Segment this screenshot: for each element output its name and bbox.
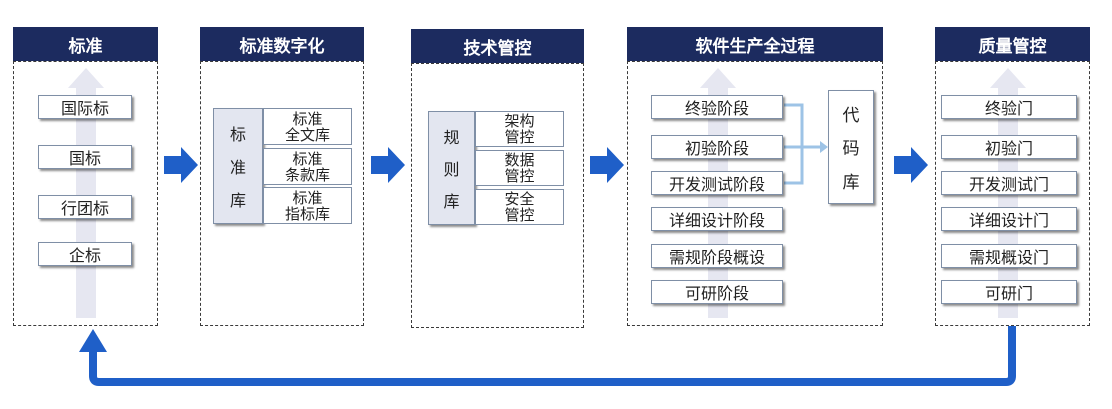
column-header-software-lifecycle: 软件生产全过程 [627, 27, 883, 61]
standard-item: 国际标 [38, 95, 132, 119]
label-char: 库 [229, 190, 246, 210]
lifecycle-stage: 开发测试阶段 [651, 171, 783, 195]
label-char: 标 [229, 125, 246, 145]
label-char: 规 [443, 128, 460, 147]
right-arrow-icon [371, 147, 405, 183]
quality-gate: 初验门 [941, 135, 1077, 159]
connector-lines [784, 103, 828, 185]
rule-library-item: 数据管控 [475, 150, 564, 186]
column-header-standard-digitization: 标准数字化 [200, 27, 364, 61]
label-char: 库 [443, 192, 460, 211]
right-arrow-icon [164, 147, 198, 183]
lifecycle-stage: 初验阶段 [651, 135, 783, 159]
standard-library-label: 标 准 库 [213, 108, 263, 224]
quality-gate: 详细设计门 [941, 207, 1077, 231]
standard-item: 企标 [38, 242, 132, 266]
code-repository: 代 码 库 [828, 90, 874, 204]
lifecycle-stage: 可研阶段 [651, 280, 783, 304]
lifecycle-stage: 需规阶段概设 [651, 244, 783, 268]
rule-library-item: 安全管控 [475, 189, 564, 225]
label-char: 则 [443, 160, 460, 179]
standard-item: 国标 [38, 145, 132, 169]
right-arrow-icon [894, 147, 928, 183]
label-char: 代 [842, 106, 860, 127]
label-char: 准 [229, 157, 246, 177]
column-header-standards: 标准 [13, 27, 158, 61]
label-char: 库 [842, 172, 860, 193]
column-header-tech-control: 技术管控 [411, 29, 584, 63]
quality-gate: 需规概设门 [941, 244, 1077, 268]
column-header-quality-control: 质量管控 [935, 27, 1090, 61]
quality-gate: 终验门 [941, 95, 1077, 119]
right-arrow-icon [590, 147, 624, 183]
rule-library-item: 架构管控 [475, 111, 564, 147]
quality-gate: 可研门 [941, 280, 1077, 304]
lifecycle-stage: 终验阶段 [651, 95, 783, 119]
lifecycle-stage: 详细设计阶段 [651, 207, 783, 231]
quality-gate: 开发测试门 [941, 171, 1077, 195]
standard-library-item: 标准指标库 [263, 187, 352, 224]
standard-library-item: 标准全文库 [263, 108, 352, 145]
rule-library-label: 规 则 库 [428, 111, 475, 225]
label-char: 码 [842, 139, 860, 160]
standard-library-item: 标准条款库 [263, 148, 352, 185]
standard-item: 行团标 [38, 195, 132, 219]
